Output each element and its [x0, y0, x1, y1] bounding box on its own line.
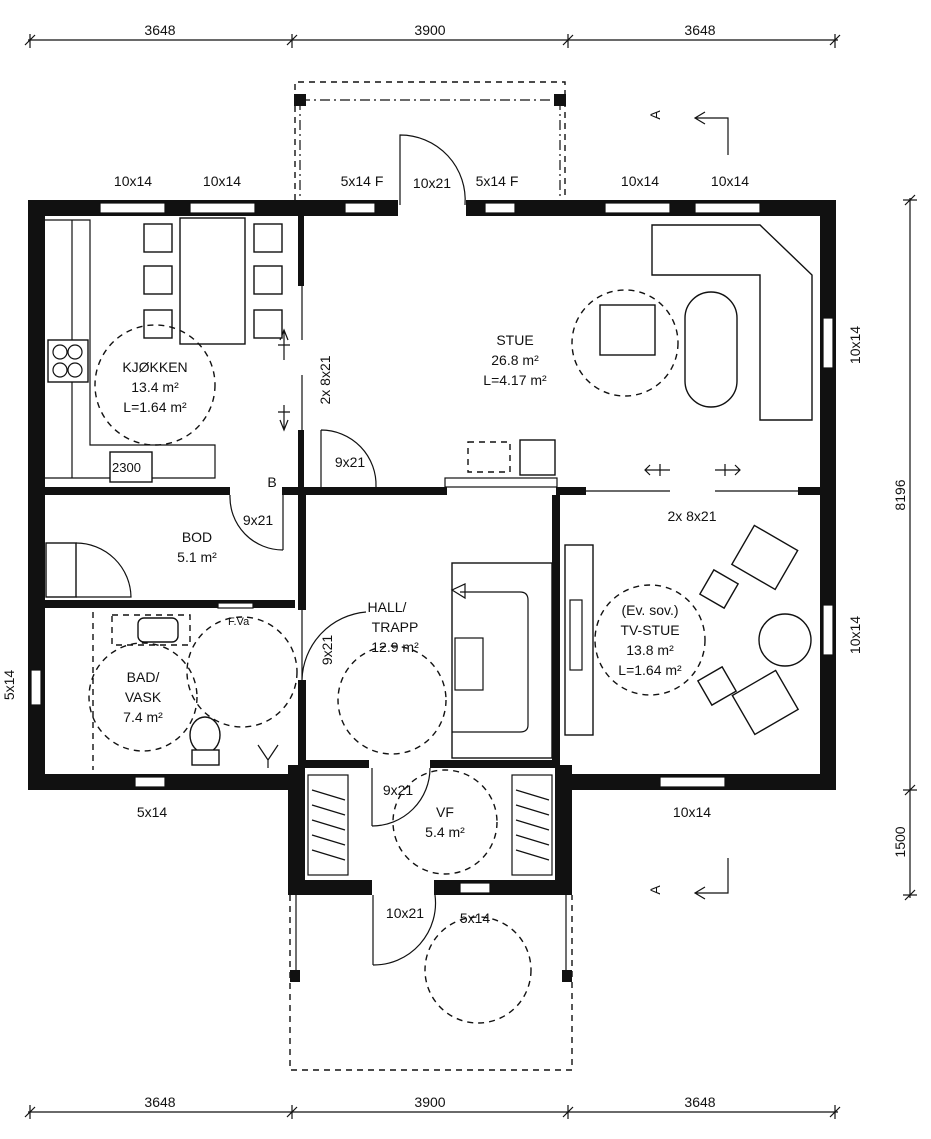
dimension-label: 3648 [684, 22, 715, 38]
fva-label: F.Va [228, 616, 250, 628]
dimension-label: 3648 [144, 1094, 175, 1110]
stue-furniture [444, 224, 813, 488]
room-note: (Ev. sov.) [621, 602, 678, 618]
dimension-label: 3900 [414, 22, 445, 38]
window-label: 10x14 [203, 173, 241, 189]
kitchen-furniture: 2300 B [45, 217, 283, 490]
door-label: 10x21 [386, 905, 424, 921]
washbasin [137, 617, 179, 643]
room-area: 7.4 m² [123, 709, 163, 725]
stair [451, 562, 553, 759]
window-label: 5x14 F [341, 173, 384, 189]
window-label: 5x14 [460, 910, 491, 926]
kitchen-length-label: 2300 [112, 460, 141, 475]
room-name: STUE [496, 332, 533, 348]
door-label: 10x21 [413, 175, 451, 191]
window-label: 5x14 [1, 670, 17, 701]
room-name: TV-STUE [620, 622, 679, 638]
room-area: 26.8 m² [491, 352, 539, 368]
room-name: KJØKKEN [122, 359, 187, 375]
window-label: 10x14 [847, 326, 863, 364]
right-dimension-line: 8196 1500 [892, 194, 917, 901]
stove-icon [47, 339, 89, 383]
window-label: 10x14 [711, 173, 749, 189]
room-name: BAD/ [127, 669, 160, 685]
post [294, 94, 306, 106]
door-label: 2x 8x21 [667, 508, 716, 524]
room-area: 12.9 m² [371, 639, 419, 655]
window-label: 10x14 [847, 616, 863, 654]
room-name: TRAPP [372, 619, 419, 635]
top-porch [294, 81, 566, 200]
side-table [758, 613, 812, 667]
section-arrow-icon [693, 858, 729, 900]
vf-furniture [307, 769, 553, 876]
room-area: 5.1 m² [177, 549, 217, 565]
coffee-table [684, 291, 738, 408]
dining-table [179, 217, 246, 345]
doors [229, 134, 798, 966]
door-label: 9x21 [383, 782, 414, 798]
room-light: L=1.64 m² [123, 399, 187, 415]
dimension-label: 3648 [144, 22, 175, 38]
washer [45, 542, 77, 598]
section-mark-label: A [647, 110, 663, 120]
door-label: 9x21 [335, 454, 366, 470]
tv-bench [564, 544, 594, 736]
room-labels: KJØKKEN 13.4 m² L=1.64 m² STUE 26.8 m² L… [122, 332, 682, 840]
post [554, 94, 566, 106]
room-area: 5.4 m² [425, 824, 465, 840]
fireplace [519, 439, 556, 476]
top-dimension-line: 3648 3900 3648 [24, 22, 841, 48]
bod-furniture [45, 542, 132, 598]
window-labels: 10x14 10x14 5x14 F 5x14 F 10x14 10x14 10… [1, 173, 863, 926]
dimension-label: 8196 [892, 479, 908, 510]
interior-walls [45, 216, 820, 768]
dimension-label: 1500 [892, 826, 908, 857]
room-name: VF [436, 804, 454, 820]
door-label: 2x 8x21 [317, 355, 333, 404]
room-light: L=4.17 m² [483, 372, 547, 388]
section-arrow-icon [693, 111, 729, 155]
bathroom-furniture: F.Va [88, 612, 298, 770]
window-label: 5x14 [137, 804, 168, 820]
sofa [651, 224, 813, 421]
armchair [599, 304, 656, 356]
window-label: 10x14 [673, 804, 711, 820]
post [290, 970, 300, 982]
dimension-label: 3900 [414, 1094, 445, 1110]
armchair [731, 669, 800, 736]
tvstue-furniture [564, 524, 812, 736]
door-labels: 10x21 2x 8x21 9x21 9x21 9x21 9x21 2x 8x2… [243, 175, 717, 921]
toilet [189, 716, 221, 754]
room-name: VASK [125, 689, 162, 705]
window-label: 10x14 [621, 173, 659, 189]
room-area: 13.4 m² [131, 379, 179, 395]
post [562, 970, 572, 982]
sink-icon [109, 451, 153, 483]
room-name: HALL/ [368, 599, 407, 615]
bottom-dimension-line: 3648 3900 3648 [24, 1094, 841, 1119]
section-markers: A A [647, 110, 729, 900]
windows [30, 202, 834, 894]
armchair [730, 524, 799, 591]
door-label: 9x21 [319, 635, 335, 666]
window-label: 5x14 F [476, 173, 519, 189]
b-mark: B [267, 474, 276, 490]
hall-furniture [337, 562, 553, 759]
dimension-label: 3648 [684, 1094, 715, 1110]
room-light: L=1.64 m² [618, 662, 682, 678]
room-area: 13.8 m² [626, 642, 674, 658]
room-name: BOD [182, 529, 212, 545]
section-mark-label: A [647, 885, 663, 895]
bottom-porch [289, 895, 573, 1071]
door-label: 9x21 [243, 512, 274, 528]
window-label: 10x14 [114, 173, 152, 189]
